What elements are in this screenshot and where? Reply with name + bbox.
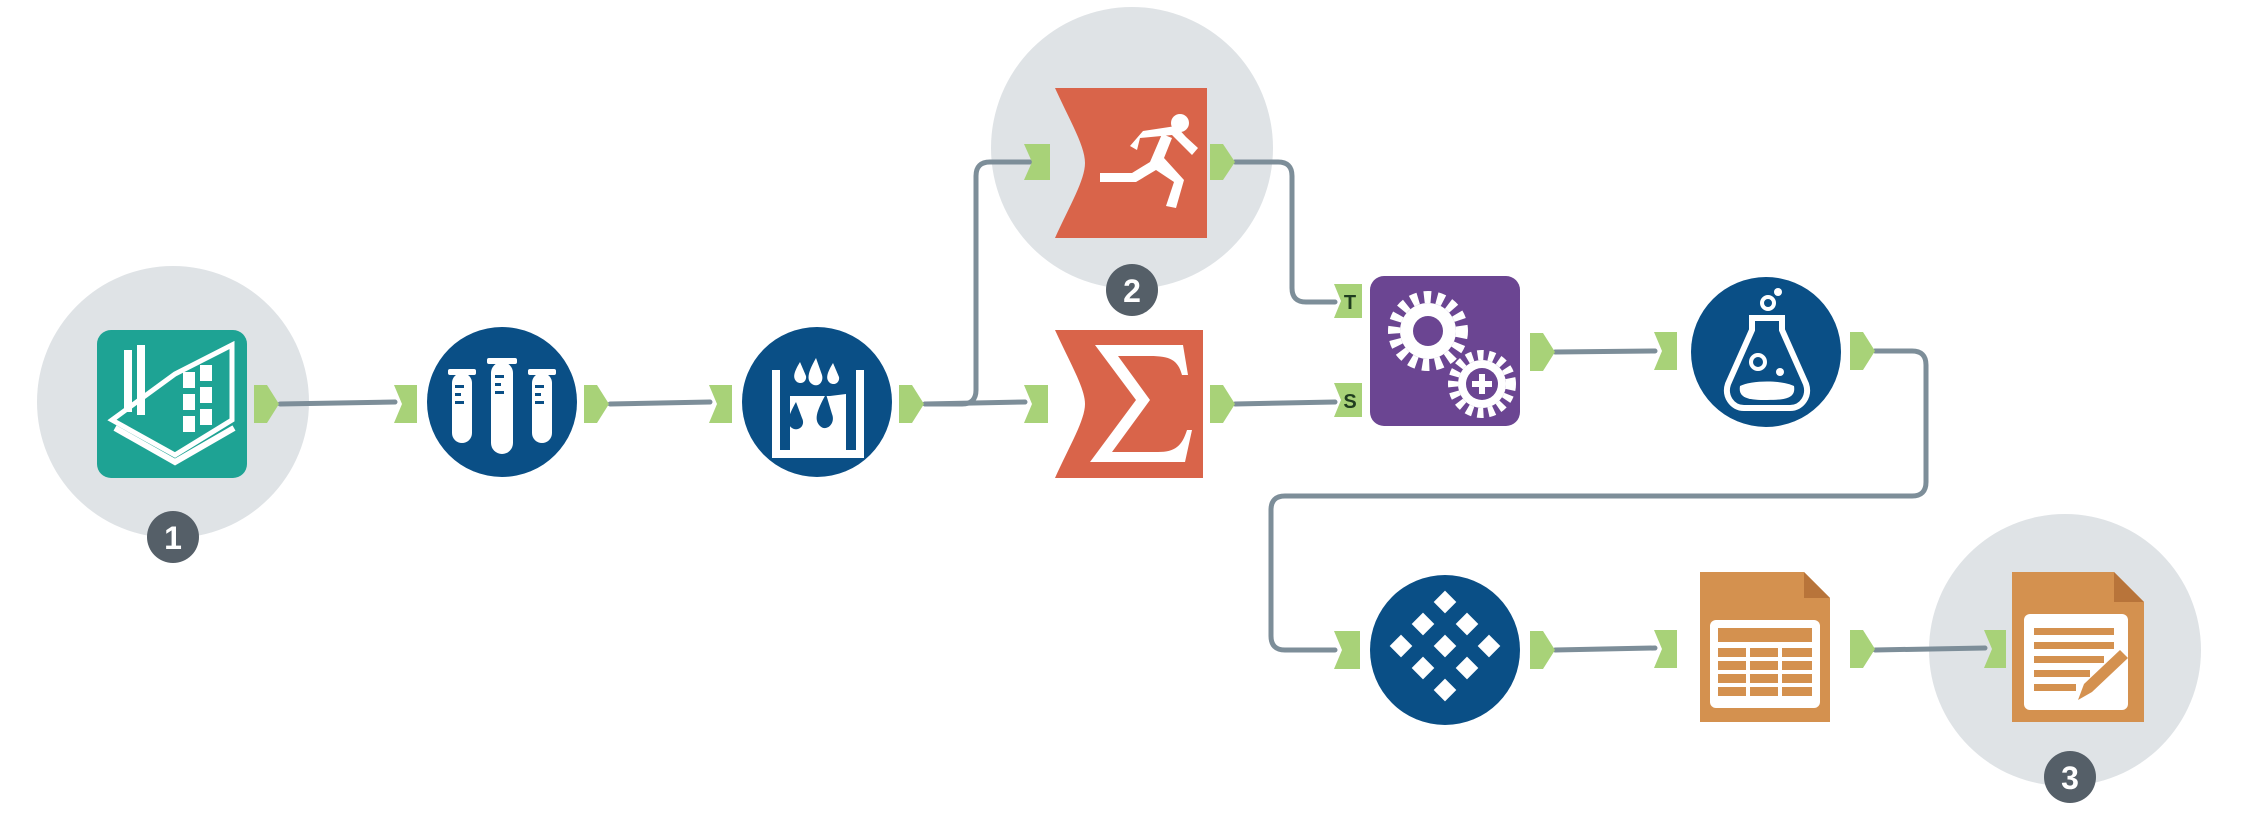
input-anchor-cleansing bbox=[709, 385, 732, 423]
connector-input-sample bbox=[277, 399, 398, 407]
connector-append-formula bbox=[1552, 348, 1658, 355]
output-anchor-sample bbox=[584, 385, 609, 423]
input-anchor-sample bbox=[394, 385, 417, 423]
book-icon bbox=[107, 340, 236, 466]
anchor-label-false: S bbox=[1343, 391, 1356, 413]
input-anchor-formula bbox=[1654, 332, 1677, 370]
render-tool[interactable] bbox=[2012, 572, 2144, 722]
step-badge-3: 3 bbox=[2044, 751, 2096, 803]
input-anchor-append-t bbox=[1334, 284, 1362, 318]
connector-summarize-append bbox=[1232, 399, 1338, 407]
flask-icon bbox=[1724, 288, 1810, 411]
step-badge-1: 1 bbox=[147, 511, 199, 563]
connector-table-render bbox=[1872, 645, 1988, 653]
output-anchor-summarize bbox=[1210, 385, 1235, 423]
output-anchor-detour bbox=[1210, 144, 1235, 180]
sigma-icon bbox=[1090, 345, 1192, 462]
detour-tool[interactable] bbox=[1055, 88, 1207, 238]
connector-crosstab-table bbox=[1552, 645, 1658, 653]
output-anchor-crosstab bbox=[1530, 631, 1555, 669]
append-fields-tool[interactable] bbox=[1370, 276, 1520, 426]
step-badge-1-label: 1 bbox=[164, 520, 182, 556]
gears-plus-icon bbox=[1388, 291, 1516, 418]
step-badge-2-label: 2 bbox=[1123, 273, 1141, 309]
running-man-icon bbox=[1100, 114, 1198, 208]
cleansing-bucket-icon bbox=[772, 358, 864, 458]
output-anchor-table bbox=[1850, 630, 1875, 668]
input-anchor-append-s bbox=[1334, 383, 1362, 417]
connections bbox=[277, 159, 1988, 653]
connector-sample-cleansing bbox=[607, 399, 713, 407]
input-anchor-summarize bbox=[1024, 385, 1048, 423]
cross-tab-tool[interactable] bbox=[1370, 575, 1520, 725]
output-anchor-input bbox=[254, 385, 279, 423]
step-badge-2: 2 bbox=[1106, 264, 1158, 316]
connector-detour-append bbox=[1232, 159, 1338, 305]
input-anchor-render bbox=[1984, 630, 2006, 668]
test-tubes-icon bbox=[448, 358, 556, 454]
output-anchor-formula bbox=[1850, 332, 1875, 370]
sample-tool[interactable] bbox=[427, 327, 577, 477]
output-anchor-append bbox=[1530, 333, 1555, 371]
table-document-icon bbox=[1710, 620, 1820, 708]
input-data-tool[interactable] bbox=[97, 330, 247, 478]
document-pencil-icon bbox=[2024, 614, 2128, 710]
input-anchor-crosstab bbox=[1334, 631, 1360, 669]
data-cleansing-tool[interactable] bbox=[742, 327, 892, 477]
connector-cleansing-detour bbox=[922, 159, 1033, 407]
anchor-label-true: T bbox=[1344, 292, 1356, 314]
connector-formula-crosstab bbox=[1268, 348, 1929, 653]
anchors bbox=[254, 144, 2006, 669]
step-badge-3-label: 3 bbox=[2061, 760, 2079, 796]
input-anchor-detour bbox=[1024, 144, 1050, 180]
summarize-tool[interactable] bbox=[1055, 330, 1203, 478]
formula-tool[interactable] bbox=[1691, 277, 1841, 427]
table-tool[interactable] bbox=[1700, 572, 1830, 722]
input-anchor-table bbox=[1654, 630, 1677, 668]
diamond-grid-icon bbox=[1389, 590, 1501, 702]
output-anchor-cleansing bbox=[899, 385, 924, 423]
